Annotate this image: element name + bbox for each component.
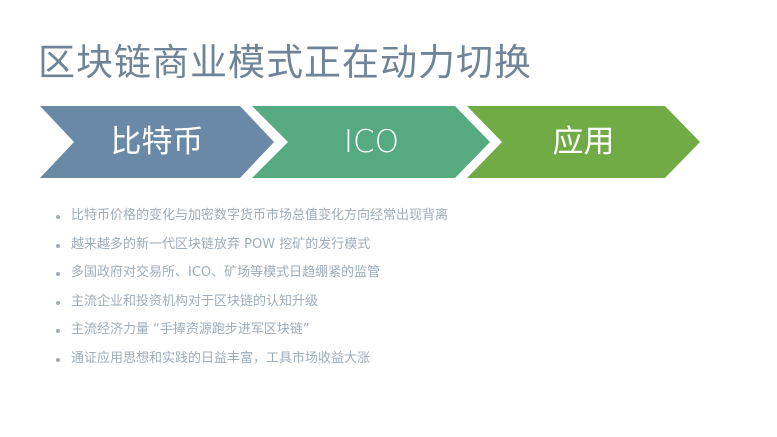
bullet-item: 主流企业和投资机构对于区块链的认知升级: [56, 288, 448, 317]
process-chevron-flow: 比特币 ICO 应用: [0, 0, 777, 200]
chevron-step-3-shape: [467, 106, 700, 178]
bullet-list: 比特币价格的变化与加密数字货币市场总值变化方向经常出现背离 越来越多的新一代区块…: [56, 202, 448, 373]
bullet-item: 越来越多的新一代区块链放弃 POW 挖矿的发行模式: [56, 231, 448, 260]
chevron-step-1-label: 比特币: [110, 124, 204, 160]
slide-title: 区块链商业模式正在动力切换: [38, 41, 532, 84]
chevron-step-3-label: 应用: [552, 124, 615, 160]
chevron-step-1-shape: [40, 106, 274, 178]
bullet-item: 比特币价格的变化与加密数字货币市场总值变化方向经常出现背离: [56, 202, 448, 231]
chevron-shapes: [40, 106, 700, 178]
bullet-item: 通证应用思想和实践的日益丰富，工具市场收益大涨: [56, 345, 448, 374]
chevron-step-2-label: ICO: [343, 124, 400, 160]
chevron-step-2-shape: [252, 106, 490, 178]
bullet-item: 多国政府对交易所、ICO、矿场等模式日趋绷紧的监管: [56, 259, 448, 288]
bullet-item: 主流经济力量 “手捧资源跑步进军区块链”: [56, 316, 448, 345]
